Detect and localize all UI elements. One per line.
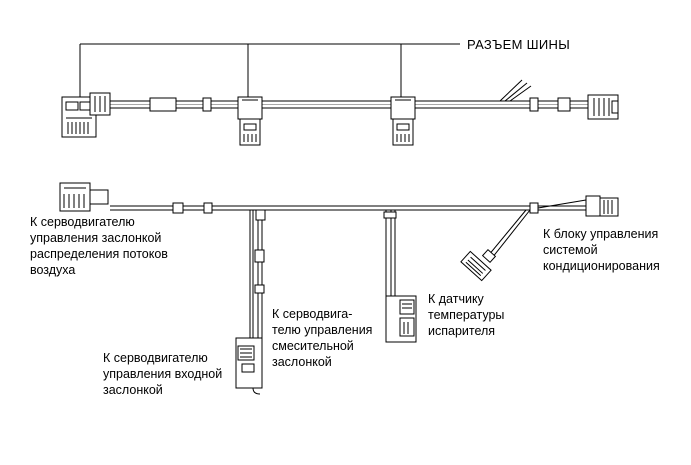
inlet-servo-label: К серводвигателю управления входной засл…: [103, 351, 223, 397]
inlet-servo-connector: [235, 337, 263, 389]
bottom-harness-trunk: [110, 202, 586, 214]
top-left-connector: [61, 92, 111, 138]
top-harness-trunk: [100, 79, 588, 112]
ac-control-unit-label: К блоку управления системой кондициониро…: [543, 227, 660, 273]
top-right-connector: [587, 94, 619, 120]
mix-servo-branch: [249, 209, 266, 395]
evaporator-branch: [383, 210, 397, 296]
mix-servo-label: К серводвига- телю управления смесительн…: [272, 307, 373, 369]
mix-servo-connector: [385, 295, 417, 343]
air-distribution-servo-label: К серводвигателю управления заслонкой ра…: [30, 215, 168, 277]
bus-connector-label: РАЗЪЕМ ШИНЫ: [467, 37, 571, 52]
bus-leader-lines: [79, 43, 460, 97]
sensor-branch: [487, 209, 531, 259]
top-middle-connector-1: [237, 96, 263, 146]
top-middle-connector-2: [390, 96, 416, 146]
evaporator-sensor-label: К датчику температуры испарителя: [428, 292, 505, 338]
evaporator-sensor: [460, 248, 497, 282]
ac-control-connector: [537, 195, 619, 217]
bottom-left-connector: [59, 182, 109, 212]
